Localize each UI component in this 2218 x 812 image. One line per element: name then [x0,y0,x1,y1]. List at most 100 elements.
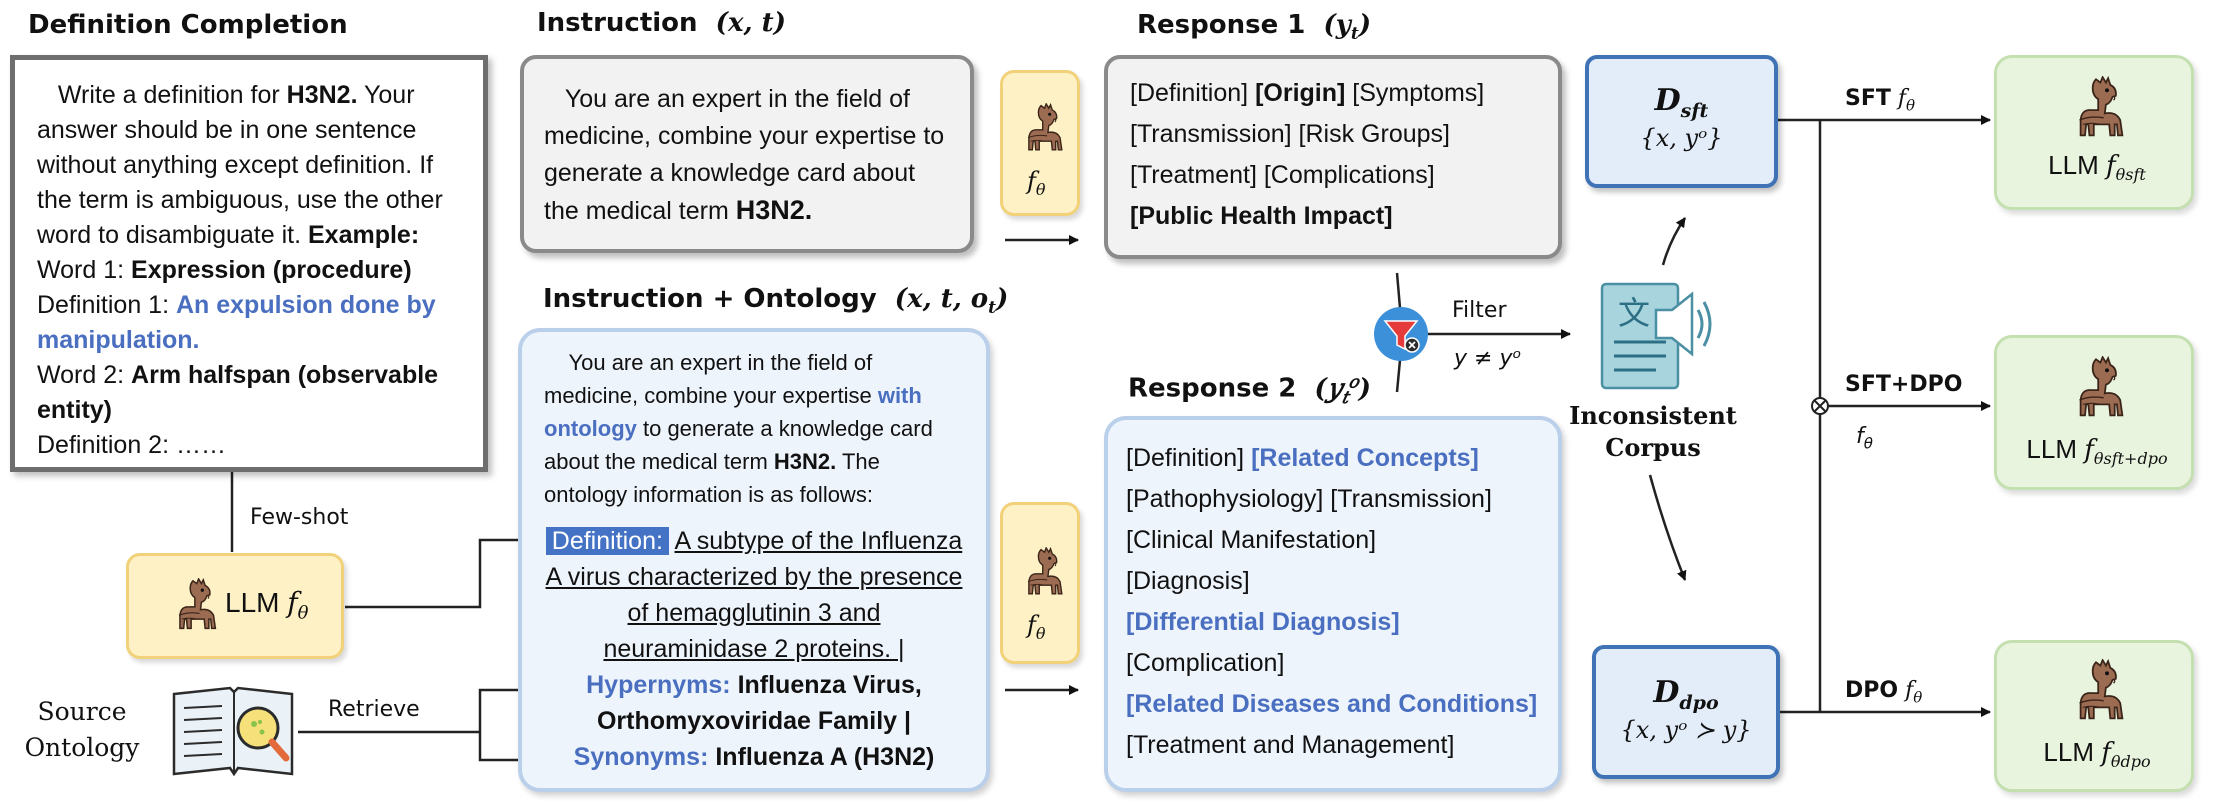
ontology-p3: The ontology information is as follows: [544,449,880,507]
dpo-text: DPO [1845,678,1899,703]
inconsistent-line1: Inconsistent [1569,401,1737,430]
sft-f: fθ [1897,86,1916,115]
filter-line-top [1395,272,1402,309]
dpo-f: fθ [1905,678,1923,707]
llama-icon [2063,76,2129,142]
response1-title-text: Response 1 [1137,10,1306,40]
f-theta-top-label: fθ [1027,167,1046,199]
model-dpo-label: LLM fθdpo [1997,737,2197,771]
llm-to-ontology-arrow [345,535,546,609]
source-ontology-line2: Ontology [24,733,140,762]
filter-line-bottom [1395,359,1402,393]
model-sft-label: LLM fθsft [1997,150,2197,184]
f-theta-tile-bottom: fθ [1000,502,1080,664]
llm-base-f: fθ [287,586,309,624]
ontology-p1: You are an expert in the field of medici… [544,350,878,408]
ontology-hypernyms: Hypernyms: Influenza Virus, Orthomyxovir… [544,667,964,739]
word2-row: Word 2: Arm halfspan (observable entity) [37,358,461,428]
llama-icon [1015,103,1067,155]
model-sft-f: f [2105,151,2116,181]
sft-text: SFT [1845,86,1891,111]
definition-intro: Write a definition for H3N2. Your answer… [37,78,461,253]
few-shot-label: Few-shot [250,505,349,530]
d-sft-box: Dsft {x, yᵒ} [1585,55,1778,188]
model-sft-dpo-sub: θsft+dpo [2093,449,2168,469]
model-sft-llm: LLM [2048,150,2099,180]
dpo-label: DPO fθ [1845,678,1922,706]
def1-row: Definition 1: An expulsion done by manip… [37,288,461,358]
word2-value: Arm halfspan (observable entity) [37,361,439,424]
response2-line1: [Definition] [Related Concepts] [1126,438,1540,479]
d-dpo-set: {x, yᵒ ≻ y} [1620,716,1752,744]
response2-line6: [Complication] [1126,649,1285,677]
response1-line3: [Treatment] [Complications] [1130,161,1435,189]
def1-value: An expulsion done by manipulation. [37,291,436,354]
def-term: H3N2. [286,81,358,109]
source-ontology-label: Source Ontology [22,694,142,766]
d-sft-title: Dsft [1589,83,1774,122]
ontology-synonyms: Synonyms: Influenza A (H3N2) [544,739,964,775]
response1-box: [Definition] [Origin] [Symptoms] [Transm… [1104,55,1562,259]
r1-l1a: [Definition] [1130,79,1256,107]
d-dpo-sub: dpo [1679,692,1719,714]
model-sft-box: LLM fθsft [1994,55,2194,210]
d-sft-sub: sft [1680,100,1709,122]
response2-line4: [Diagnosis] [1126,567,1250,595]
word1-value: Expression (procedure) [131,256,412,284]
word2-label: Word 2: [37,361,132,389]
f-theta-tile-top: fθ [1000,70,1080,216]
definition-prompt-box: Write a definition for H3N2. Your answer… [10,55,488,472]
llama-icon [165,578,221,634]
book-magnifier-icon [172,686,294,777]
ontology-p2: to generate a knowledge card about the m… [544,416,933,474]
def-example-label: Example: [307,221,420,249]
ontology-definition: Definition: A subtype of the Influenza A… [544,523,964,667]
d-sft-set: {x, yᵒ} [1640,124,1723,152]
response2-box: [Definition] [Related Concepts] [Pathoph… [1104,416,1562,792]
translate-speaker-icon: 文 [1600,282,1712,390]
r2-related-concepts: [Related Concepts] [1251,444,1479,472]
filter-condition: y ≠ yᵒ [1454,346,1522,371]
response1-line1: [Definition] [Origin] [Symptoms] [1130,73,1536,114]
ontology-prompt: You are an expert in the field of medici… [544,346,964,511]
definition-text: A subtype of the Influenza A virus chara… [545,527,963,663]
word1-label: Word 1: [37,256,132,284]
instruction-title-text: Instruction [537,8,698,38]
llama-icon [2063,356,2129,422]
hypernyms-text: Influenza Virus, Orthomyxoviridae Family… [596,671,922,735]
hypernyms-label: Hypernyms: [586,671,731,699]
llm-base-label: LLM fθ [225,586,308,624]
synonyms-label: Synonyms: [573,743,709,771]
model-dpo-llm: LLM [2043,737,2094,767]
ontology-term: H3N2. [773,449,837,474]
llm-base-text: LLM [225,587,280,618]
sft-dpo-label: SFT+DPO [1845,372,1963,397]
instruction-title: Instruction (𝒙, 𝒕) [537,8,786,38]
inconsistent-corpus-label: Inconsistent Corpus [1568,400,1738,464]
llama-icon [2063,659,2129,725]
ontology-highlight: with ontology [544,383,922,441]
response2-line3: [Clinical Manifestation] [1126,526,1377,554]
word1-row: Word 1: Expression (procedure) [37,253,461,288]
d-dpo-box: Ddpo {x, yᵒ ≻ y} [1592,645,1780,779]
model-sft-dpo-f: f [2084,435,2094,465]
def1-label: Definition 1: [37,291,176,319]
llama-icon [1015,547,1067,599]
model-dpo-sub: θdpo [2110,752,2151,772]
r1-l1c: [Symptoms] [1345,79,1485,107]
model-dpo-f: f [2101,738,2111,768]
d-sft-letter: D [1654,83,1681,118]
response1-line4: [Public Health Impact] [1130,202,1393,230]
instruction-ontology-title: Instruction + Ontology (𝒙, 𝒕, 𝒐𝒕) [543,284,1008,318]
model-dpo-box: LLM fθdpo [1994,640,2194,792]
instruction-text: You are an expert in the field of medici… [544,85,945,225]
synonyms-text: Influenza A (H3N2) [715,743,935,771]
otimes-icon [1811,397,1829,415]
def-intro-post: Your answer should be in one sentence wi… [37,81,443,249]
response2-title-math: (𝑦𝑡𝑜) [1305,372,1371,408]
definition-completion-title: Definition Completion [28,10,348,40]
f-theta-bottom-label: fθ [1027,611,1046,643]
response2-line7: [Related Diseases and Conditions] [1126,690,1538,718]
instruction-ontology-title-text: Instruction + Ontology [543,284,877,314]
